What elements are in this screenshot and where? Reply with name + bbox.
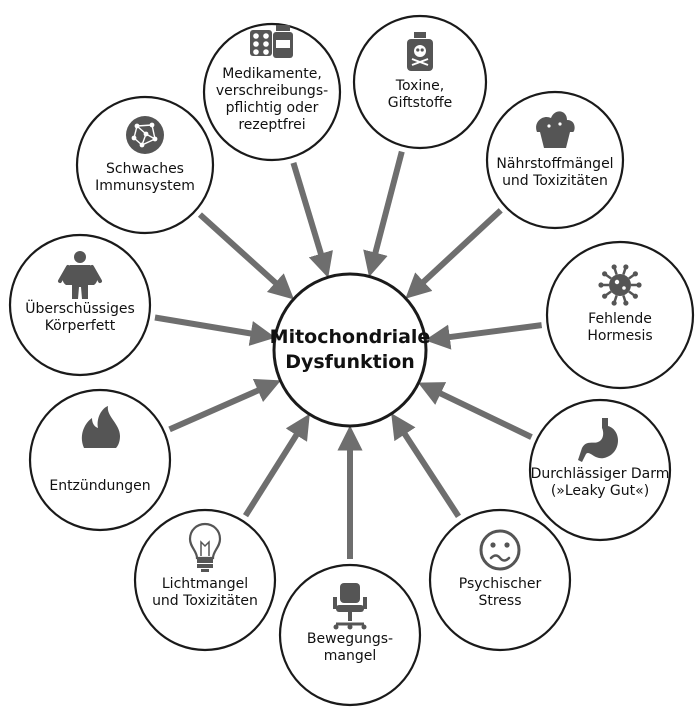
- cause-label-medikamente-line-2: verschreibungs-: [216, 83, 328, 99]
- cause-circle-entzuendung: [28, 388, 172, 532]
- arrows-layer: [154, 150, 543, 559]
- poison-bottle-icon: [407, 32, 433, 71]
- virus-icon: [598, 264, 642, 306]
- cause-label-darm-line-2: (»Leaky Gut«): [551, 483, 649, 499]
- cause-node-bewegung: Bewegungs-mangel: [278, 563, 422, 707]
- cause-label-toxine-line-1: Toxine,: [395, 78, 444, 94]
- cause-label-bewegung-line-1: Bewegungs-: [307, 631, 393, 647]
- cause-label-hormesis-line-2: Hormesis: [587, 328, 652, 344]
- flame-icon: [81, 406, 120, 448]
- cupcake-icon: [536, 111, 575, 148]
- light-bulb-icon: [188, 522, 222, 572]
- cause-label-immun-line-2: Immunsystem: [95, 178, 195, 194]
- stomach-icon: [578, 418, 619, 462]
- arrow-medikamente: [290, 161, 333, 278]
- cause-label-licht-line-1: Lichtmangel: [162, 576, 248, 592]
- cause-label-medikamente-line-1: Medikamente,: [222, 66, 322, 82]
- pills-bottle-icon: [250, 25, 293, 58]
- cause-circle-immun: [75, 95, 215, 235]
- network-cell-icon: [126, 116, 164, 154]
- cause-label-stress-line-1: Psychischer: [459, 576, 542, 592]
- cause-label-bewegung-line-2: mangel: [324, 648, 376, 664]
- cause-node-darm: Durchlässiger Darm(»Leaky Gut«): [528, 398, 672, 542]
- arrow-licht: [242, 413, 310, 518]
- cause-label-darm-line-1: Durchlässiger Darm: [531, 466, 670, 482]
- cause-circle-medikamente: [202, 22, 342, 162]
- cause-label-medikamente-line-3: pflichtig oder: [226, 100, 319, 116]
- arrow-toxine: [363, 150, 405, 278]
- cause-circle-koerperfett: [8, 233, 152, 377]
- cause-label-medikamente-line-4: rezeptfrei: [238, 117, 305, 133]
- center-title-line-2: Dysfunktion: [285, 351, 415, 373]
- arrow-koerperfett: [154, 314, 276, 346]
- arrow-darm: [417, 382, 533, 440]
- arrow-stress: [391, 413, 461, 518]
- cause-label-entzuendung-line-1: Entzündungen: [49, 478, 150, 494]
- cause-circle-darm: [528, 398, 672, 542]
- body-figure-icon: [58, 251, 102, 299]
- cause-label-hormesis-line-1: Fehlende: [588, 311, 652, 327]
- cause-label-naehrstoff-line-2: und Toxizitäten: [502, 173, 608, 189]
- cause-node-medikamente: Medikamente,verschreibungs-pflichtig ode…: [202, 22, 342, 162]
- cause-label-koerperfett-line-1: Überschüssiges: [25, 299, 135, 317]
- cause-circle-bewegung: [278, 563, 422, 707]
- center-title-line-1: Mitochondriale: [270, 326, 431, 348]
- arrow-naehrstoff: [405, 208, 503, 299]
- center-node: Mitochondriale Dysfunktion: [270, 272, 431, 428]
- cause-circle-stress: [428, 508, 572, 652]
- worried-face-icon: [479, 529, 521, 571]
- arrow-hormesis: [424, 322, 543, 350]
- cause-circle-hormesis: [545, 240, 695, 390]
- cause-circle-naehrstoff: [485, 90, 625, 230]
- cause-label-immun-line-1: Schwaches: [106, 161, 184, 177]
- nodes-layer: Medikamente,verschreibungs-pflichtig ode…: [8, 14, 695, 707]
- arrow-immun: [197, 212, 295, 300]
- office-chair-icon: [333, 583, 367, 630]
- cause-label-licht-line-2: und Toxizitäten: [152, 593, 258, 609]
- cause-circle-licht: [133, 508, 277, 652]
- cause-node-toxine: Toxine,Giftstoffe: [352, 14, 488, 150]
- center-circle: [272, 272, 428, 428]
- cause-circle-toxine: [352, 14, 488, 150]
- cause-node-entzuendung: Entzündungen: [28, 388, 172, 532]
- cause-label-stress-line-2: Stress: [478, 593, 521, 609]
- cause-label-toxine-line-2: Giftstoffe: [388, 95, 453, 111]
- cause-label-koerperfett-line-2: Körperfett: [45, 318, 116, 334]
- arrow-entzuendung: [168, 378, 281, 433]
- cause-label-naehrstoff-line-1: Nährstoffmängel: [496, 156, 613, 172]
